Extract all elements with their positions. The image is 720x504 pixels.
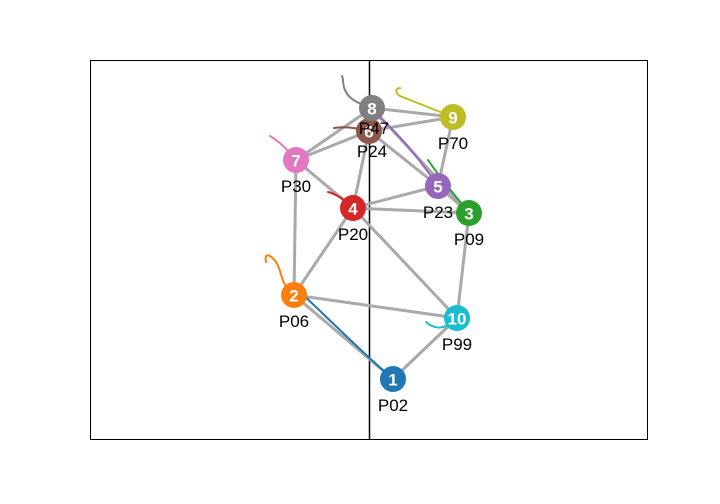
node-number: 6 [364,123,373,142]
edge-2-10 [292,293,459,320]
node-label: P06 [279,312,309,331]
edge-6-9 [367,115,455,133]
edge-7-8 [294,106,374,162]
node-number: 4 [348,200,358,219]
node-number: 10 [448,310,467,329]
node-circle[interactable] [440,104,466,130]
node-circle[interactable] [444,305,470,331]
edge-4-10 [351,206,459,320]
node-circle[interactable] [283,147,309,173]
node-layer: 1P022P063P094P205P237P306P248P479P7010P9… [279,95,484,415]
node-number: 3 [464,205,473,224]
edge-5-6 [367,129,440,188]
edge-3-10 [455,211,471,320]
edge-7-6 [294,129,371,162]
edge-4-5 [351,184,440,210]
edge-2-7 [292,158,298,297]
node-circle[interactable] [340,195,366,221]
edge-1-10 [391,316,459,381]
node-label: P47 [359,119,389,138]
node-label: P70 [438,134,468,153]
node-label: P02 [378,396,408,415]
node-label: P23 [423,203,453,222]
node-circle[interactable] [281,282,307,308]
node-label: P09 [454,230,484,249]
node-circle[interactable] [380,366,406,392]
node-label: P24 [357,142,387,161]
node-number: 9 [448,109,457,128]
node-circle[interactable] [356,118,382,144]
edge-2-4 [292,206,355,297]
node-number: 1 [388,371,397,390]
trail-9 [395,87,454,118]
node-label: P99 [442,335,472,354]
node-label: P20 [338,225,368,244]
node-circle[interactable] [359,95,385,121]
node-circle[interactable] [425,173,451,199]
node-number: 5 [433,178,442,197]
node-label: P30 [281,177,311,196]
node-number: 7 [291,152,300,171]
node-circle[interactable] [456,200,482,226]
trail-2 [264,254,295,296]
edge-4-3 [351,206,471,215]
edge-8-9 [370,106,455,119]
node-number: 2 [289,287,298,306]
node-number: 8 [367,100,376,119]
edge-4-6 [351,129,371,210]
